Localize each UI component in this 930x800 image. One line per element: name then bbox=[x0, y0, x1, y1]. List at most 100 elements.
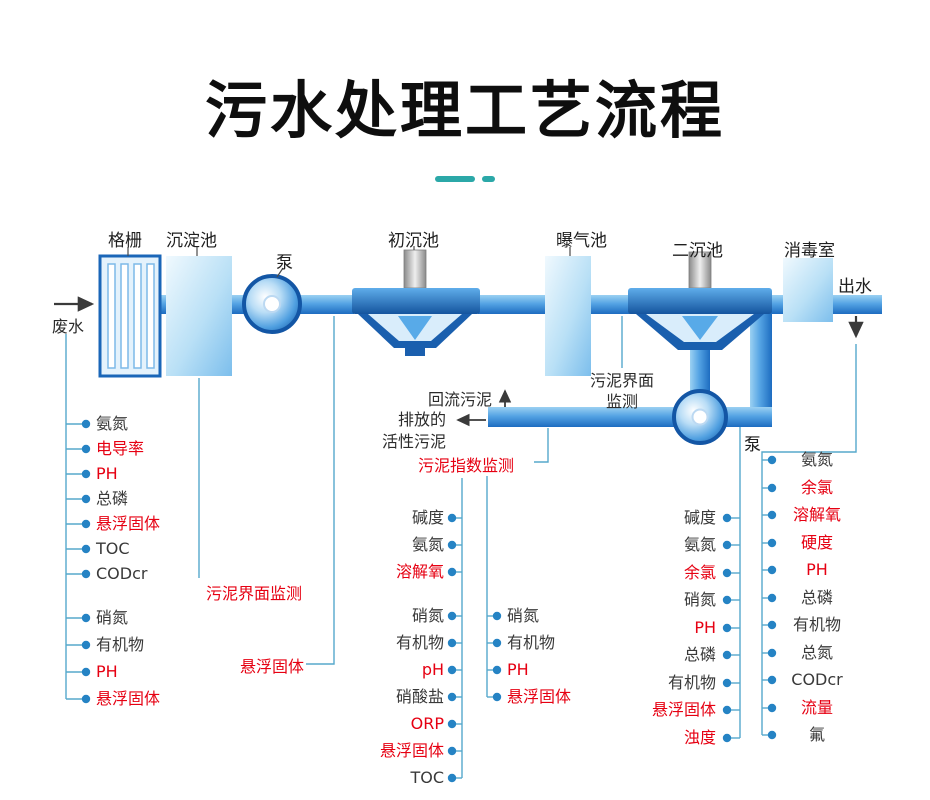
monitor-dot bbox=[767, 455, 777, 465]
label-discharged-line1: 排放的 bbox=[398, 410, 447, 429]
monitor-dot bbox=[767, 703, 777, 713]
monitor-dot bbox=[767, 565, 777, 575]
monitor-dot bbox=[447, 692, 457, 702]
primary-funnel-core bbox=[398, 316, 432, 340]
monitor-dot bbox=[447, 513, 457, 523]
monitor-item-label: 余氯 bbox=[683, 563, 716, 582]
monitor-dot bbox=[447, 611, 457, 621]
label-pump-2: 泵 bbox=[744, 435, 761, 455]
monitor-item-label: 总磷 bbox=[800, 588, 833, 607]
monitor-dot bbox=[492, 611, 502, 621]
monitor-item-label: 碱度 bbox=[411, 508, 444, 527]
monitor-dot bbox=[447, 719, 457, 729]
grid-bar bbox=[120, 263, 129, 369]
label-influent: 废水 bbox=[52, 317, 85, 336]
monitor-item-label: 硝氮 bbox=[96, 608, 129, 627]
grid-screen bbox=[98, 254, 162, 378]
monitor-item-label: 硝氮 bbox=[507, 606, 540, 625]
monitor-dot bbox=[722, 733, 732, 743]
monitor-dot bbox=[767, 538, 777, 548]
pipe-primary-to-aeration bbox=[478, 295, 548, 314]
monitor-dot bbox=[447, 746, 457, 756]
label-sludge-interface-line2: 监测 bbox=[605, 392, 638, 411]
monitor-dot bbox=[722, 650, 732, 660]
monitor-dot bbox=[81, 640, 91, 650]
monitor-item-label: CODcr bbox=[791, 670, 843, 689]
monitor-item-label: 有机物 bbox=[792, 615, 841, 634]
monitor-item-label: CODcr bbox=[96, 564, 148, 583]
label-sludge-interface-monitor-left: 污泥界面监测 bbox=[206, 584, 303, 603]
monitor-item-label: 总磷 bbox=[96, 489, 129, 508]
monitor-dot bbox=[722, 595, 732, 605]
monitor-dot bbox=[447, 665, 457, 675]
monitor-dot bbox=[767, 620, 777, 630]
downcomer-pipe bbox=[750, 306, 772, 427]
monitor-item-label: PH bbox=[806, 560, 828, 579]
label-effluent: 出水 bbox=[838, 277, 872, 297]
monitor-dot bbox=[81, 613, 91, 623]
divider-bar bbox=[435, 176, 475, 182]
monitor-item-label: ORP bbox=[410, 714, 444, 733]
grid-bar bbox=[146, 263, 155, 369]
page-title: 污水处理工艺流程 bbox=[204, 74, 725, 147]
monitor-item-label: TOC bbox=[410, 768, 444, 787]
monitor-item-label: 悬浮固体 bbox=[507, 687, 572, 706]
label-pump-1: 泵 bbox=[276, 253, 293, 273]
label-suspended-solids-standalone: 悬浮固体 bbox=[240, 657, 305, 676]
monitor-item-label: 硝酸盐 bbox=[395, 687, 444, 706]
monitor-item-label: 硝氮 bbox=[411, 606, 444, 625]
primary-rim bbox=[352, 288, 480, 314]
pump-1-hub bbox=[263, 295, 281, 313]
monitor-item-label: 氨氮 bbox=[96, 414, 129, 433]
monitor-dot bbox=[81, 569, 91, 579]
monitor-item-label: PH bbox=[694, 618, 716, 637]
monitor-item-label: 氨氮 bbox=[411, 535, 444, 554]
monitor-connector bbox=[761, 344, 857, 735]
label-sludge-interface-line1: 污泥界面 bbox=[589, 371, 654, 390]
flow-arrows bbox=[54, 296, 864, 427]
monitor-item-label: 悬浮固体 bbox=[379, 741, 444, 760]
monitor-dot bbox=[81, 444, 91, 454]
label-primary-clarifier: 初沉池 bbox=[388, 231, 439, 251]
secondary-clarifier bbox=[628, 251, 772, 350]
monitor-dot bbox=[447, 567, 457, 577]
monitor-item-label: PH bbox=[96, 464, 118, 483]
monitor-dot bbox=[722, 705, 732, 715]
label-sludge-interface-monitor: 污泥界面 监测 bbox=[584, 370, 660, 412]
monitor-dot bbox=[722, 678, 732, 688]
monitor-dot bbox=[81, 469, 91, 479]
leader-pump1 bbox=[276, 267, 284, 278]
monitor-dot bbox=[81, 419, 91, 429]
monitor-item-label: 有机物 bbox=[667, 673, 716, 692]
secondary-funnel-core bbox=[682, 316, 718, 340]
monitor-dot bbox=[767, 730, 777, 740]
monitor-item-label: pH bbox=[421, 660, 444, 679]
label-leader-lines bbox=[127, 246, 571, 278]
pipe-secondary-to-disinfection bbox=[768, 295, 786, 314]
label-discharged-line2: 活性污泥 bbox=[382, 432, 447, 451]
monitor-dot bbox=[81, 519, 91, 529]
disinfection-tank bbox=[783, 258, 833, 322]
monitor-connector bbox=[534, 428, 549, 463]
label-disinfection-room: 消毒室 bbox=[784, 241, 835, 261]
monitor-item-label: 硝氮 bbox=[683, 590, 716, 609]
monitor-dot bbox=[767, 675, 777, 685]
monitor-dot bbox=[492, 692, 502, 702]
label-secondary-clarifier: 二沉池 bbox=[672, 241, 723, 261]
divider-bar-short bbox=[482, 176, 495, 182]
monitor-item-label: PH bbox=[507, 660, 529, 679]
monitor-item-label: 溶解氧 bbox=[792, 505, 841, 524]
title-divider bbox=[435, 176, 495, 182]
monitor-item-label: 硬度 bbox=[800, 533, 833, 552]
monitor-item-label: 溶解氧 bbox=[395, 562, 444, 581]
monitor-dot bbox=[492, 665, 502, 675]
monitor-item-label: 悬浮固体 bbox=[96, 514, 161, 533]
monitor-item-label: 总氮 bbox=[800, 643, 833, 662]
monitor-item-label: 总磷 bbox=[683, 645, 716, 664]
monitor-connector-lines bbox=[65, 316, 857, 783]
monitor-dot bbox=[722, 623, 732, 633]
primary-inlet-cylinder bbox=[403, 249, 427, 289]
pipe-effluent bbox=[830, 295, 882, 314]
